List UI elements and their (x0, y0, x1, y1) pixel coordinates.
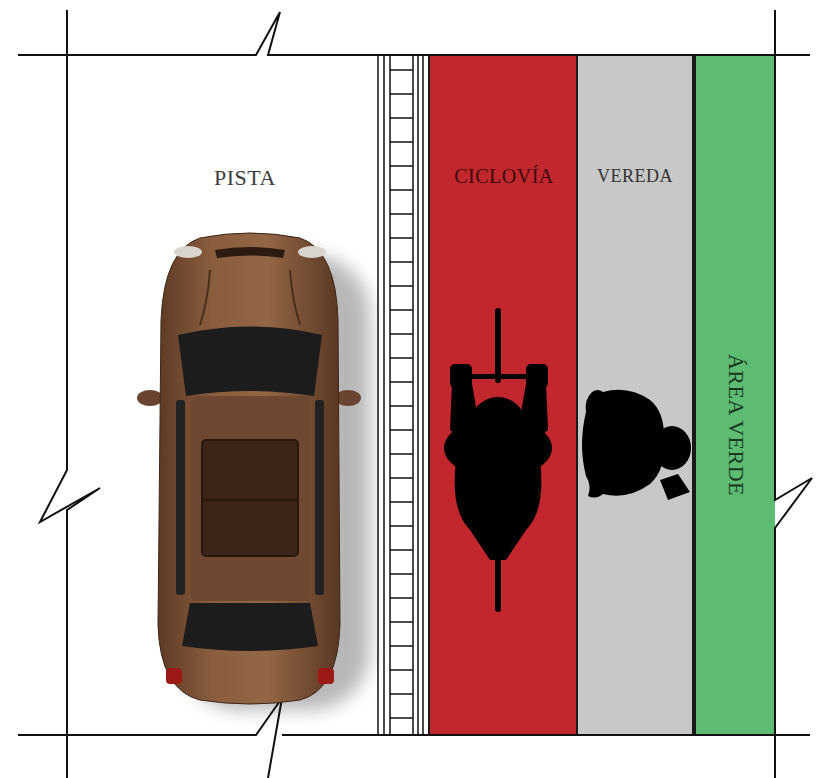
curb-rung (390, 381, 413, 383)
bike-lane-band: CICLOVÍA (428, 55, 578, 735)
car-rear-window (182, 603, 318, 651)
curb-rung (390, 69, 413, 71)
car-taillight (166, 668, 182, 684)
pedestrian-body (582, 390, 664, 498)
cyclist-arm (520, 384, 548, 440)
curb-rung (390, 549, 413, 551)
bottom-line (282, 734, 810, 736)
cyclist-hand (450, 364, 472, 388)
curb-rung (390, 309, 413, 311)
bottom-break-line (18, 698, 282, 778)
cyclist-body (455, 460, 542, 560)
left-break-line (40, 10, 100, 778)
curb-line (422, 55, 424, 735)
curb-rung (390, 453, 413, 455)
car-headlight (174, 246, 202, 258)
car-illustration (137, 233, 370, 710)
cyclist-arm (450, 384, 478, 440)
car-hood-line (200, 270, 300, 325)
band-label: VEREDA (597, 167, 673, 185)
bike-handlebar (455, 374, 545, 379)
car-sunroof-divider (202, 499, 298, 502)
curb-rung (390, 717, 413, 719)
car-mirror (137, 390, 163, 406)
curb-rung (390, 117, 413, 119)
curb-rungs (390, 70, 413, 718)
curb-rung (390, 213, 413, 215)
car-grille (215, 247, 285, 258)
curb-rung (390, 621, 413, 623)
curb-rung (390, 237, 413, 239)
break-lines (18, 10, 812, 778)
band-label: PISTA (214, 167, 276, 189)
curb-line (417, 55, 419, 735)
band-label: CICLOVÍA (454, 166, 554, 186)
curb-rung (390, 573, 413, 575)
car-mirror (335, 390, 361, 406)
pedestrian-head (653, 426, 691, 470)
curb-rung (390, 285, 413, 287)
green-area-band: ÁREA VERDE (694, 55, 775, 735)
curb-rung (390, 141, 413, 143)
curb-line (377, 55, 379, 735)
curb-line (389, 55, 391, 735)
curb-rung (390, 693, 413, 695)
curb-rung (390, 525, 413, 527)
car-sunroof (202, 440, 298, 556)
car-roof (190, 396, 310, 601)
car-headlight (298, 246, 326, 258)
band-label: ÁREA VERDE (725, 354, 747, 496)
curb-rung (390, 333, 413, 335)
road-band: PISTA (67, 55, 378, 735)
pedestrian-symbol (582, 390, 691, 500)
car-windshield (178, 327, 322, 397)
right-break-line (775, 10, 812, 778)
curb-rung (390, 597, 413, 599)
car-shadow (180, 255, 370, 710)
curb-rung (390, 165, 413, 167)
curb-rung (390, 477, 413, 479)
bike-front-wheel (495, 308, 501, 383)
pedestrian-arm (660, 474, 690, 500)
curb-rung (390, 645, 413, 647)
curb-symbol (378, 55, 423, 735)
curb-rung (390, 405, 413, 407)
sidewalk-band: VEREDA (578, 55, 694, 735)
car-side-window (176, 400, 185, 595)
cyclist-shoulders (444, 418, 552, 478)
curb-line (412, 55, 414, 735)
car-side-window (315, 400, 324, 595)
cyclist-hand (526, 364, 548, 388)
cyclist-head (470, 397, 526, 453)
car-body (158, 233, 340, 704)
curb-rung (390, 669, 413, 671)
cyclist-symbol (444, 308, 552, 612)
curb-rung (390, 501, 413, 503)
curb-rung (390, 189, 413, 191)
curb-rung (390, 93, 413, 95)
curb-rung (390, 357, 413, 359)
curb-line (383, 55, 385, 735)
curb-rung (390, 261, 413, 263)
bike-rear-wheel (495, 540, 501, 612)
top-break-line (18, 12, 810, 55)
curb-rung (390, 429, 413, 431)
car-taillight (318, 668, 334, 684)
